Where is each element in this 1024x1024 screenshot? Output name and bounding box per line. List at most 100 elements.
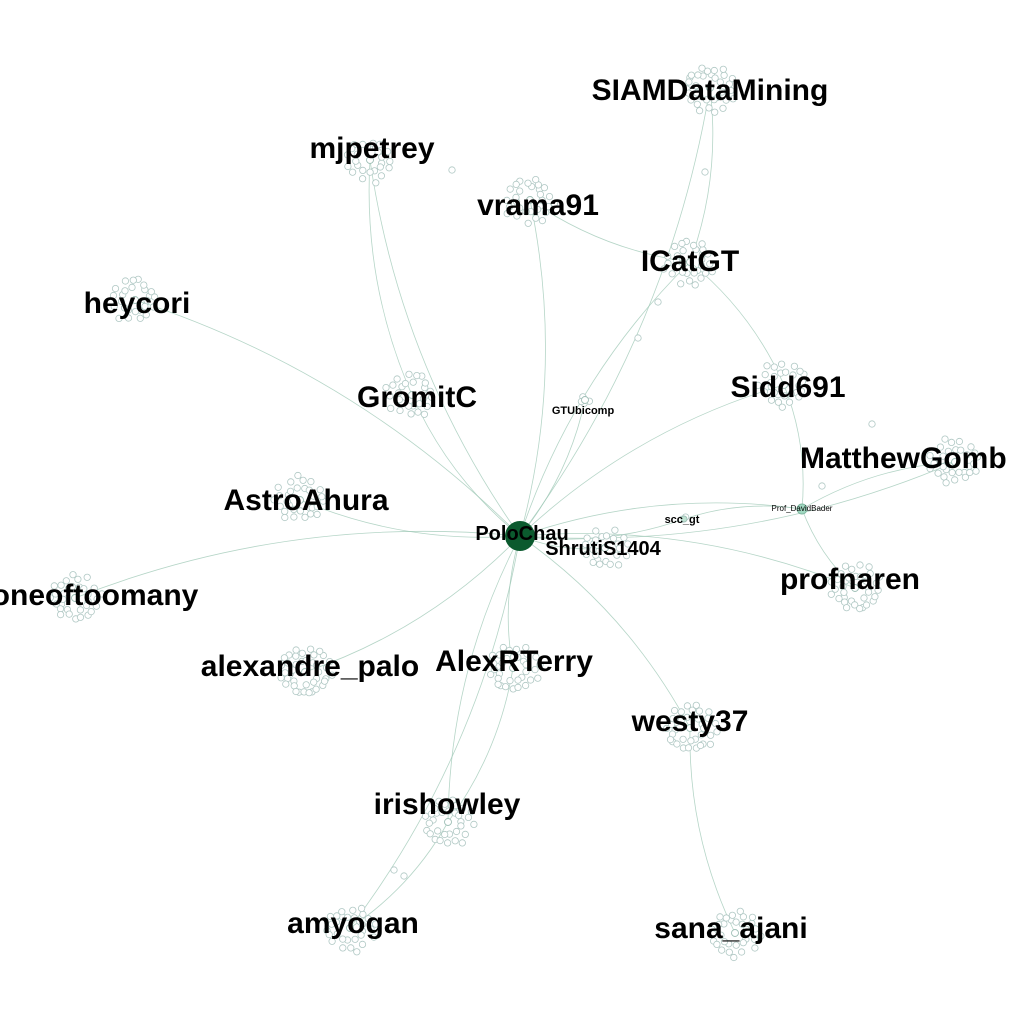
leaf-node <box>948 468 956 477</box>
leaf-node <box>767 378 775 387</box>
leaf-node <box>516 187 524 195</box>
leaf-node <box>289 666 297 674</box>
leaf-node <box>57 581 65 589</box>
edge <box>304 535 521 673</box>
leaf-node <box>423 402 431 411</box>
hub-node-sidd691 <box>780 381 788 389</box>
leaf-node <box>856 561 864 569</box>
leaf-node <box>939 463 947 471</box>
leaf-node <box>312 661 321 670</box>
leaf-node <box>378 153 386 161</box>
leaf-node <box>679 735 687 743</box>
leaf-node <box>719 104 727 112</box>
leaf-node <box>276 502 284 510</box>
leaf-node <box>536 660 544 669</box>
leaf-node <box>352 157 360 165</box>
edge <box>447 535 521 823</box>
leaf-node <box>718 946 726 954</box>
leaf-node <box>514 683 522 692</box>
hub-node-oneoftoomany <box>71 594 79 602</box>
leaf-node <box>503 196 511 204</box>
leaf-node <box>589 545 597 554</box>
leaf-node <box>698 255 706 263</box>
leaf-node <box>76 606 85 614</box>
leaf-node <box>531 665 539 674</box>
leaf-node <box>441 800 449 808</box>
leaf-node <box>934 469 942 477</box>
leaf-node <box>461 830 469 839</box>
leaf-node <box>413 371 421 380</box>
leaf-node <box>522 208 530 216</box>
leaf-node <box>357 931 365 939</box>
leaf-node <box>395 396 403 404</box>
leaf-node <box>281 669 289 677</box>
leaf-node <box>622 552 631 560</box>
leaf-node <box>971 449 979 457</box>
leaf-node <box>522 667 530 676</box>
leaf-node <box>739 913 748 921</box>
leaf-node <box>306 645 315 653</box>
edge <box>74 530 521 599</box>
leaf-node <box>316 486 324 494</box>
edge <box>783 384 804 510</box>
leaf-node <box>840 588 848 597</box>
leaf-node <box>708 268 716 276</box>
leaf-node <box>358 175 367 183</box>
leaf-node <box>770 388 778 397</box>
leaf-node <box>770 363 778 371</box>
leaf-node <box>110 302 118 311</box>
leaf-node <box>129 276 137 284</box>
leaf-node <box>767 396 776 404</box>
hub-node-alexandre_palo <box>301 668 309 676</box>
leaf-node <box>121 277 130 285</box>
leaf-node <box>860 594 868 602</box>
leaf-node <box>326 657 334 666</box>
leaf-node <box>697 731 705 739</box>
leaf-node <box>92 602 101 610</box>
leaf-node <box>737 948 746 956</box>
leaf-node <box>532 176 540 184</box>
leaf-node <box>467 807 475 816</box>
leaf-node <box>944 447 953 455</box>
edge <box>369 159 521 537</box>
hub-node-prof_davidbader <box>796 503 808 515</box>
hub-node-icatgt <box>686 258 694 266</box>
leaf-node <box>615 544 623 552</box>
leaf-node <box>685 277 694 285</box>
leaf-node <box>512 180 520 188</box>
leaf-node <box>688 706 696 714</box>
leaf-node <box>131 307 139 316</box>
leaf-node <box>728 75 737 83</box>
leaf-node <box>394 389 403 397</box>
leaf-node <box>709 930 717 938</box>
label-profnaren: profnaren <box>780 563 920 596</box>
leaf-node <box>705 708 713 716</box>
hub-node-astroahura <box>296 496 304 504</box>
leaf-node <box>654 298 662 306</box>
leaf-node <box>84 590 92 599</box>
leaf-node <box>499 643 507 652</box>
label-layer: SIAMDataMining mjpetrey vrama91 ICatGT h… <box>0 74 1007 945</box>
leaf-node <box>325 930 333 939</box>
leaf-node <box>679 247 687 255</box>
leaf-node <box>140 281 148 289</box>
leaf-node <box>715 920 723 929</box>
leaf-node <box>383 148 392 156</box>
leaf-node <box>287 478 295 486</box>
leaf-node <box>706 740 715 748</box>
leaf-node <box>694 715 702 723</box>
leaf-node <box>421 812 430 820</box>
leaf-node <box>713 728 721 736</box>
leaf-node <box>751 935 759 944</box>
leaf-node <box>683 713 691 722</box>
leaf-node <box>310 651 318 659</box>
edge <box>519 261 691 537</box>
edge <box>683 505 803 520</box>
leaf-node <box>396 406 404 415</box>
leaf-node <box>540 184 549 192</box>
leaf-node <box>438 808 446 817</box>
label-mjpetrey: mjpetrey <box>309 132 434 165</box>
leaf-node <box>284 659 292 667</box>
leaf-node <box>841 562 850 570</box>
leaf-node <box>343 151 352 159</box>
